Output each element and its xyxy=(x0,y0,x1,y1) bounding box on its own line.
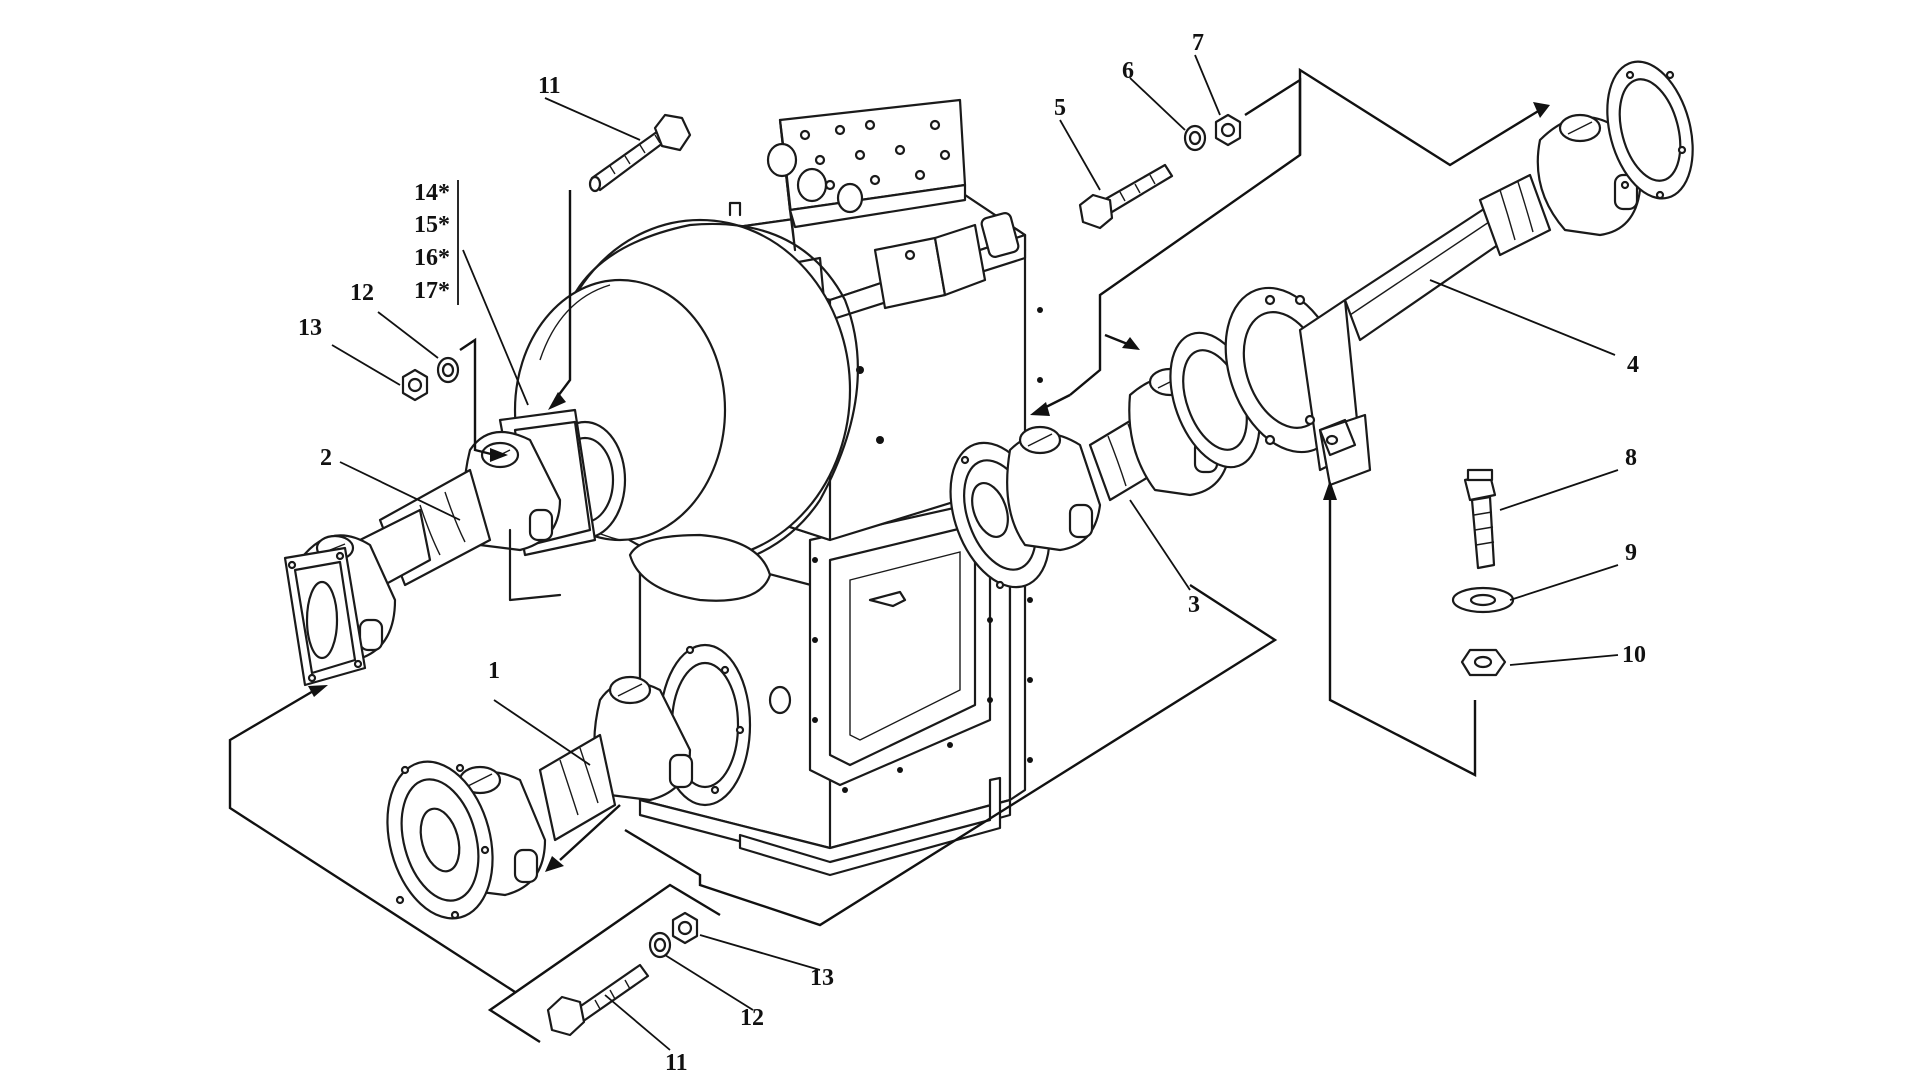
callout-8: 8 xyxy=(1625,445,1637,471)
callout-16: 16* xyxy=(414,245,450,271)
callout-7: 7 xyxy=(1192,30,1204,56)
callout-14: 14* xyxy=(414,180,450,206)
callout-3: 3 xyxy=(1188,592,1200,618)
washer-12-bottom xyxy=(648,931,672,959)
bolt-5 xyxy=(1078,163,1174,230)
washer-6 xyxy=(1183,124,1207,152)
nut-13-left xyxy=(401,368,429,402)
drive-shaft-1 xyxy=(386,643,752,920)
callout-1: 1 xyxy=(488,658,500,684)
drive-shaft-4 xyxy=(1224,60,1694,487)
callout-5: 5 xyxy=(1054,95,1066,121)
callout-15: 15* xyxy=(414,212,450,238)
gearbox-housing xyxy=(513,98,1043,877)
bolt-11-top xyxy=(588,113,692,193)
washer-12-left xyxy=(436,356,460,384)
callout-labels: 1 2 3 4 5 6 7 8 9 10 11 11 12 12 13 13 1… xyxy=(298,30,1646,1076)
callout-13-bottom: 13 xyxy=(810,965,834,991)
drive-shaft-2 xyxy=(283,408,627,687)
nut-10 xyxy=(1460,648,1507,677)
callout-2: 2 xyxy=(320,445,332,471)
nut-7 xyxy=(1214,113,1242,147)
callout-12-left: 12 xyxy=(350,280,374,306)
callout-12-bottom: 12 xyxy=(740,1005,764,1031)
callout-11-bottom: 11 xyxy=(665,1050,688,1076)
installation-flow-lines xyxy=(228,67,1550,1044)
callout-17: 17* xyxy=(414,278,450,304)
callout-10: 10 xyxy=(1622,642,1646,668)
callout-4: 4 xyxy=(1627,352,1639,378)
leader-lines xyxy=(331,54,1619,1051)
bolt-8 xyxy=(1463,468,1497,570)
callout-6: 6 xyxy=(1122,58,1134,84)
drive-shaft-3 xyxy=(949,331,1261,590)
callout-13-left: 13 xyxy=(298,315,322,341)
nut-13-bottom xyxy=(671,911,699,945)
washer-9 xyxy=(1451,586,1515,614)
callout-11-top: 11 xyxy=(538,73,561,99)
bolt-11-bottom xyxy=(546,963,650,1037)
callout-9: 9 xyxy=(1625,540,1637,566)
